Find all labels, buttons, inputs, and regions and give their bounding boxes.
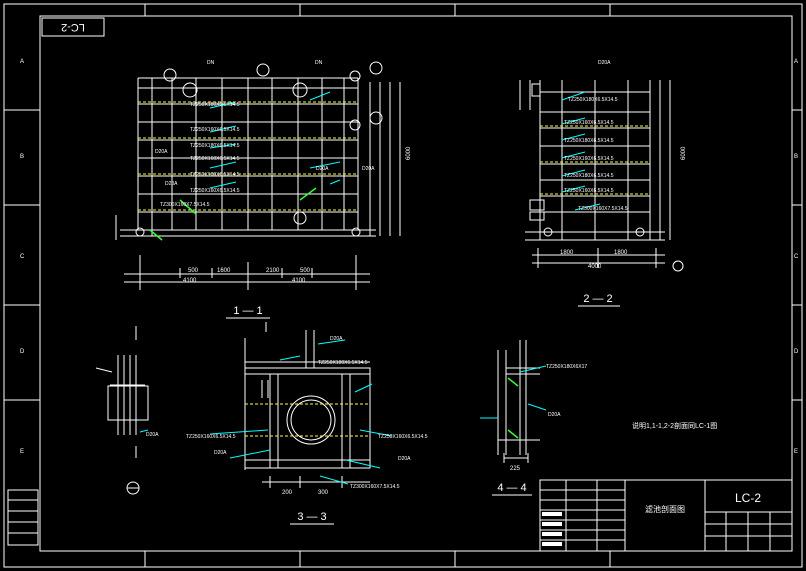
outer-frame [3, 3, 803, 568]
v22-beam-label-4: TZ250X160X6.5X14.5 [564, 156, 614, 162]
row-letter-d-right: D [794, 349, 799, 355]
view-4-4-green [507, 377, 519, 439]
inner-frame [39, 15, 793, 552]
v11-beam-label-3: TZ250X180X6.5X14.5 [190, 143, 240, 149]
rotated-sheet-id: LC-2 [61, 21, 85, 33]
v22-dim-4000: 4000 [588, 264, 602, 270]
row-letter-b-right: B [794, 154, 798, 160]
left-detail-leader [139, 429, 149, 433]
row-letter-a-left: A [20, 59, 24, 65]
title-block-drawing-id: LC-2 [735, 491, 761, 505]
v11-pipe-label-2: D20A [165, 181, 178, 187]
title-block-drawing-name: 滤池剖面图 [645, 504, 685, 514]
row-letter-d-left: D [20, 349, 25, 355]
view-1-1-beams-dashed [138, 101, 358, 211]
v11-pipe-label-3: D20A [316, 166, 329, 172]
v33-label-left-beam: TZ250X160X6.5X14.5 [186, 434, 236, 440]
v22-dim-1800a: 1800 [560, 250, 574, 256]
title-block [539, 479, 793, 552]
v11-pipe-label-1: D20A [155, 149, 168, 155]
view-3-3-detail [244, 322, 371, 488]
v44-beam-label: TZ250X180X6X17 [546, 364, 587, 370]
view-title-1-1: 1 — 1 [233, 305, 262, 317]
view-4-4-leaders [480, 365, 547, 419]
view-title-2-2: 2 — 2 [583, 293, 612, 305]
v11-dim-1600: 1600 [217, 268, 231, 274]
v22-pipe-label: D20A [598, 60, 611, 66]
v11-pipe-label-4: D20A [362, 166, 375, 172]
view-4-4-detail [497, 340, 540, 463]
v33-label-pipe-top: D20A [330, 336, 343, 342]
view-3-3-leaders [209, 339, 393, 485]
v11-beam-label-2: TZ250X160X6.5X14.5 [190, 127, 240, 133]
v22-dim-height: 6000 [681, 146, 687, 160]
v11-beam-label-7: TZ300X160X7.5X14.5 [160, 202, 210, 208]
row-letter-e-right: E [794, 449, 798, 455]
revision-block [7, 489, 39, 546]
v11-dim-height: 6000 [406, 146, 412, 160]
row-letter-a-right: A [794, 59, 798, 65]
view-1-1-elevation [115, 61, 401, 290]
view-3-3-dashed [245, 403, 370, 437]
row-letter-b-left: B [20, 154, 24, 160]
title-block-marks [542, 512, 562, 546]
v11-dim-4100b: 4100 [292, 278, 306, 284]
v44-dim: 225 [510, 466, 521, 472]
v33-label-left-pipe: D20A [214, 450, 227, 456]
left-detail-label: D20A [146, 432, 159, 438]
v33-label-right-pipe: D20A [398, 456, 411, 462]
view-1-1-leaders [209, 91, 341, 189]
v11-dim-500b: 500 [300, 268, 311, 274]
v11-beam-label-4: TZ250X160X6.5X14.5 [190, 156, 240, 162]
v11-dim-2100: 2100 [266, 268, 280, 274]
v22-beam-label-1: TZ250X180X6.5X14.5 [568, 97, 618, 103]
v33-dim-200: 200 [282, 490, 293, 496]
v33-label-right-beam: TZ250X160X6.5X14.5 [378, 434, 428, 440]
row-letter-e-left: E [20, 449, 24, 455]
view-2-2-elevation [519, 80, 684, 272]
row-letter-c-right: C [794, 254, 799, 260]
v11-dn-label-2: DN [315, 60, 323, 66]
view-2-2-dashed [540, 125, 650, 195]
v11-dn-label-1: DN [207, 60, 215, 66]
v22-beam-label-2: TZ250X160X6.5X14.5 [564, 120, 614, 126]
view-title-3-3: 3 — 3 [297, 511, 326, 523]
v11-dim-500a: 500 [188, 268, 199, 274]
v11-beam-label-1: TZ250X180X6.5X14.5 [190, 102, 240, 108]
v11-beam-label-6: TZ250X160X6.5X14.5 [190, 188, 240, 194]
v22-beam-label-5: TZ250X180X6.5X14.5 [564, 173, 614, 179]
v33-label-bottom-beam: TZ300X160X7.5X14.5 [350, 484, 400, 490]
v11-beam-label-5: TZ250X180X6.5X14.5 [190, 172, 240, 178]
v11-dim-4100a: 4100 [183, 278, 197, 284]
v22-beam-label-3: TZ250X180X6.5X14.5 [564, 138, 614, 144]
v44-pipe-label: D20A [548, 412, 561, 418]
center-note: 说明1,1-1,2-2剖面同LC-1图 [632, 421, 717, 430]
v22-beam-label-6: TZ250X160X6.5X14.5 [564, 188, 614, 194]
view-title-4-4: 4 — 4 [497, 482, 526, 494]
view-1-1-green-marks [149, 187, 317, 241]
v33-label-top: TZ250X180X6.5X14.5 [318, 360, 368, 366]
border-ticks [4, 4, 802, 567]
rotated-id-box [41, 17, 105, 37]
row-letter-c-left: C [20, 254, 25, 260]
v22-beam-label-7: TZ300X160X7.5X14.5 [578, 206, 628, 212]
v33-dim-300: 300 [318, 490, 329, 496]
left-section-detail [95, 326, 149, 495]
view-2-2-leaders [561, 91, 601, 211]
v22-dim-1800b: 1800 [614, 250, 628, 256]
